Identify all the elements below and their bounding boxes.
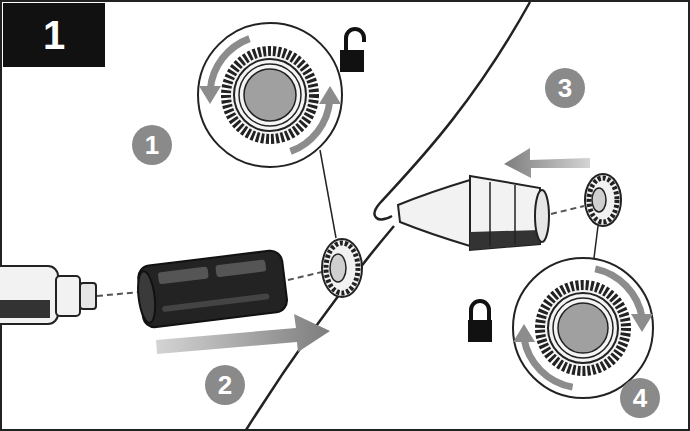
axis-line	[551, 206, 584, 214]
rotate-arrow	[210, 39, 330, 152]
axis-line	[288, 272, 322, 280]
zoom-leader	[320, 150, 336, 238]
callout-number: 2	[218, 372, 232, 398]
unlock-icon	[340, 29, 364, 72]
axis-line	[97, 292, 140, 296]
callout-circle	[132, 125, 172, 165]
tool-body	[398, 176, 549, 250]
callout-circle	[205, 365, 245, 405]
lock-icon	[468, 301, 492, 342]
callout-number: 4	[633, 385, 647, 411]
rotate-arrow	[524, 269, 642, 387]
callout-number: 3	[558, 75, 572, 101]
zoom-leader	[594, 226, 598, 258]
filter-cap	[322, 239, 362, 297]
zoom-circle	[513, 258, 653, 398]
filter-cartridge	[135, 249, 288, 328]
step-box	[3, 3, 105, 67]
rotate-arrowhead	[199, 86, 341, 104]
rotate-arrowhead	[513, 314, 653, 342]
filter-cap	[585, 174, 621, 226]
direction-arrow	[504, 148, 590, 178]
callout-circle	[545, 68, 585, 108]
zoom-circle	[198, 23, 342, 167]
callout-number: 1	[145, 132, 159, 158]
callout-circle	[620, 378, 660, 418]
step-number: 1	[43, 15, 65, 55]
direction-arrow	[156, 314, 330, 354]
tool-body	[0, 266, 96, 324]
